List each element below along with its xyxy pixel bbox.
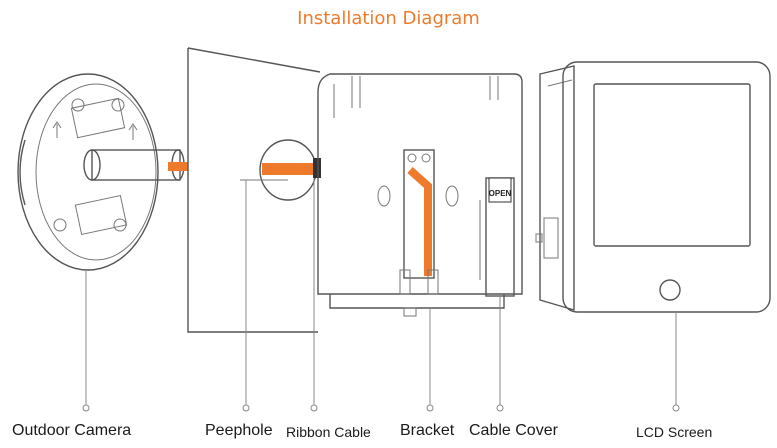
diagram-title: Installation Diagram: [297, 8, 480, 29]
label-outdoor-camera: Outdoor Camera: [12, 422, 132, 439]
cable-cover-tag: OPEN: [489, 189, 512, 198]
label-cable-cover: Cable Cover: [469, 422, 558, 439]
leader-lines: [82, 178, 680, 412]
label-ribbon-cable: Ribbon Cable: [286, 424, 371, 440]
label-peephole: Peephole: [205, 422, 273, 439]
door-panel: [187, 47, 321, 333]
lcd-screen: [535, 61, 771, 313]
label-bracket: Bracket: [400, 422, 455, 439]
label-lcd-screen: LCD Screen: [636, 424, 713, 440]
bracket: OPEN: [317, 73, 523, 317]
outdoor-camera: [17, 73, 188, 271]
